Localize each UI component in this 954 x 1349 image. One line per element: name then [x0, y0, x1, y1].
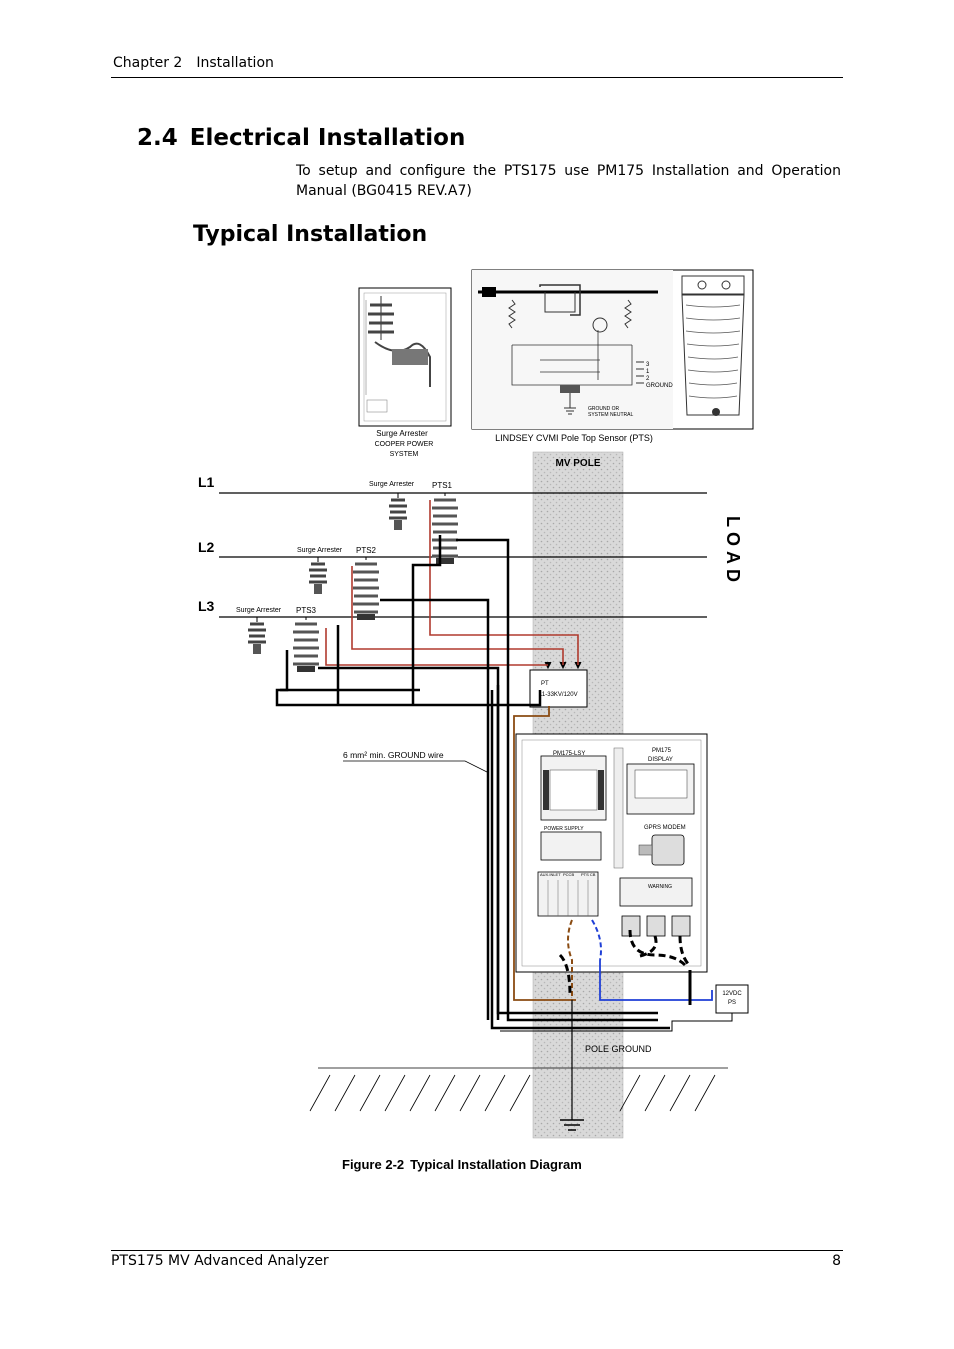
arrester-label-3: Surge Arrester — [236, 607, 282, 614]
arrester-label-2: Surge Arrester — [297, 547, 343, 554]
load-label: LOAD — [723, 516, 743, 587]
sensor-terminal-2: 2 — [646, 376, 650, 382]
pts3-sensor — [293, 617, 319, 672]
pts2-label: PTS2 — [356, 546, 377, 555]
pts2-sensor — [353, 557, 379, 620]
pts-schematic: 3 1 2 GROUND GROUND OR SYSTEM NEUTRAL — [471, 269, 754, 430]
gprs-modem-label: GPRS MODEM — [644, 825, 686, 831]
figure-title: Typical Installation Diagram — [410, 1157, 582, 1172]
terminal-aux-inlet: AUX.INLET — [540, 872, 561, 877]
section-paragraph: To setup and configure the PTS175 use PM… — [296, 163, 841, 199]
arrester-3 — [248, 617, 266, 654]
sensor-terminal-3: 3 — [646, 362, 650, 368]
sensor-terminal-1: 1 — [646, 369, 650, 375]
pm175-display-label-1: PM175 — [652, 748, 672, 754]
surge-arrester-caption-1: Surge Arrester — [376, 429, 428, 438]
footer-rule — [111, 1250, 843, 1251]
ground-wire-pointer — [343, 760, 490, 774]
subsection-title: Typical Installation — [193, 222, 428, 247]
arrester-1 — [389, 493, 407, 530]
control-cabinet — [515, 733, 708, 1000]
sensor-ground-label-2: SYSTEM NEUTRAL — [588, 412, 634, 418]
blue-supply-wire — [599, 960, 713, 1001]
pole-ground-label: POLE GROUND — [585, 1044, 652, 1054]
header-chapter: Chapter 2 — [113, 55, 183, 71]
ground-surface — [309, 1067, 728, 1112]
pts1-sensor — [432, 493, 458, 564]
section-heading: 2.4 Electrical Installation — [137, 125, 465, 151]
surge-arrester-thumbnail — [358, 287, 452, 427]
sensor-ground-label-1: GROUND OR — [588, 406, 620, 412]
pts1-label: PTS1 — [432, 481, 453, 490]
ps-label-1: 12VDC — [722, 991, 742, 997]
brown-supply-wire — [513, 706, 576, 1001]
black-wires — [275, 535, 670, 1030]
pm175-lsy-label: PM175-LSY — [553, 751, 585, 757]
line-label-l3: L3 — [198, 598, 215, 614]
figure-number: Figure 2-2 — [342, 1157, 405, 1172]
terminal-pccb: PCCB — [563, 872, 574, 877]
surge-arrester-caption-3: SYSTEM — [390, 451, 419, 458]
page-number: 8 — [832, 1253, 841, 1269]
pole-label: MV POLE — [555, 458, 600, 469]
power-supply-label: POWER SUPPLY — [544, 826, 584, 832]
pm175-display-label-2: DISPLAY — [648, 757, 673, 763]
arrester-2 — [309, 557, 327, 594]
arrester-label-1: Surge Arrester — [369, 481, 415, 488]
sensor-terminal-ground: GROUND — [646, 383, 673, 389]
footer-product: PTS175 MV Advanced Analyzer — [111, 1253, 329, 1269]
ground-wire-label: 6 mm² min. GROUND wire — [343, 750, 444, 760]
surge-arrester-caption-2: COOPER POWER — [375, 441, 434, 448]
warning-label: WARNING — [648, 884, 672, 890]
running-header: Chapter 2 Installation — [113, 55, 274, 71]
pt-label-1: PT — [541, 681, 549, 687]
power-lines — [219, 492, 707, 618]
header-rule — [111, 77, 843, 78]
figure-caption: Figure 2-2 Typical Installation Diagram — [342, 1157, 582, 1172]
red-sensor-wires — [325, 500, 579, 666]
line-label-l1: L1 — [198, 474, 215, 490]
terminal-pts-cb: PTS CB — [581, 872, 596, 877]
line-label-l2: L2 — [198, 539, 215, 555]
pts3-label: PTS3 — [296, 606, 317, 615]
dc-power-supply — [715, 984, 749, 1014]
section-number: 2.4 — [137, 125, 178, 151]
pt-box — [529, 669, 588, 708]
pts-caption: LINDSEY CVMI Pole Top Sensor (PTS) — [495, 433, 653, 443]
section-title: Electrical Installation — [189, 125, 466, 151]
ps-label-2: PS — [728, 1000, 736, 1006]
header-chapter-title: Installation — [196, 55, 274, 71]
pt-label-2: 11-33KV/120V — [539, 692, 578, 698]
earth-ground-icon — [560, 1119, 584, 1131]
